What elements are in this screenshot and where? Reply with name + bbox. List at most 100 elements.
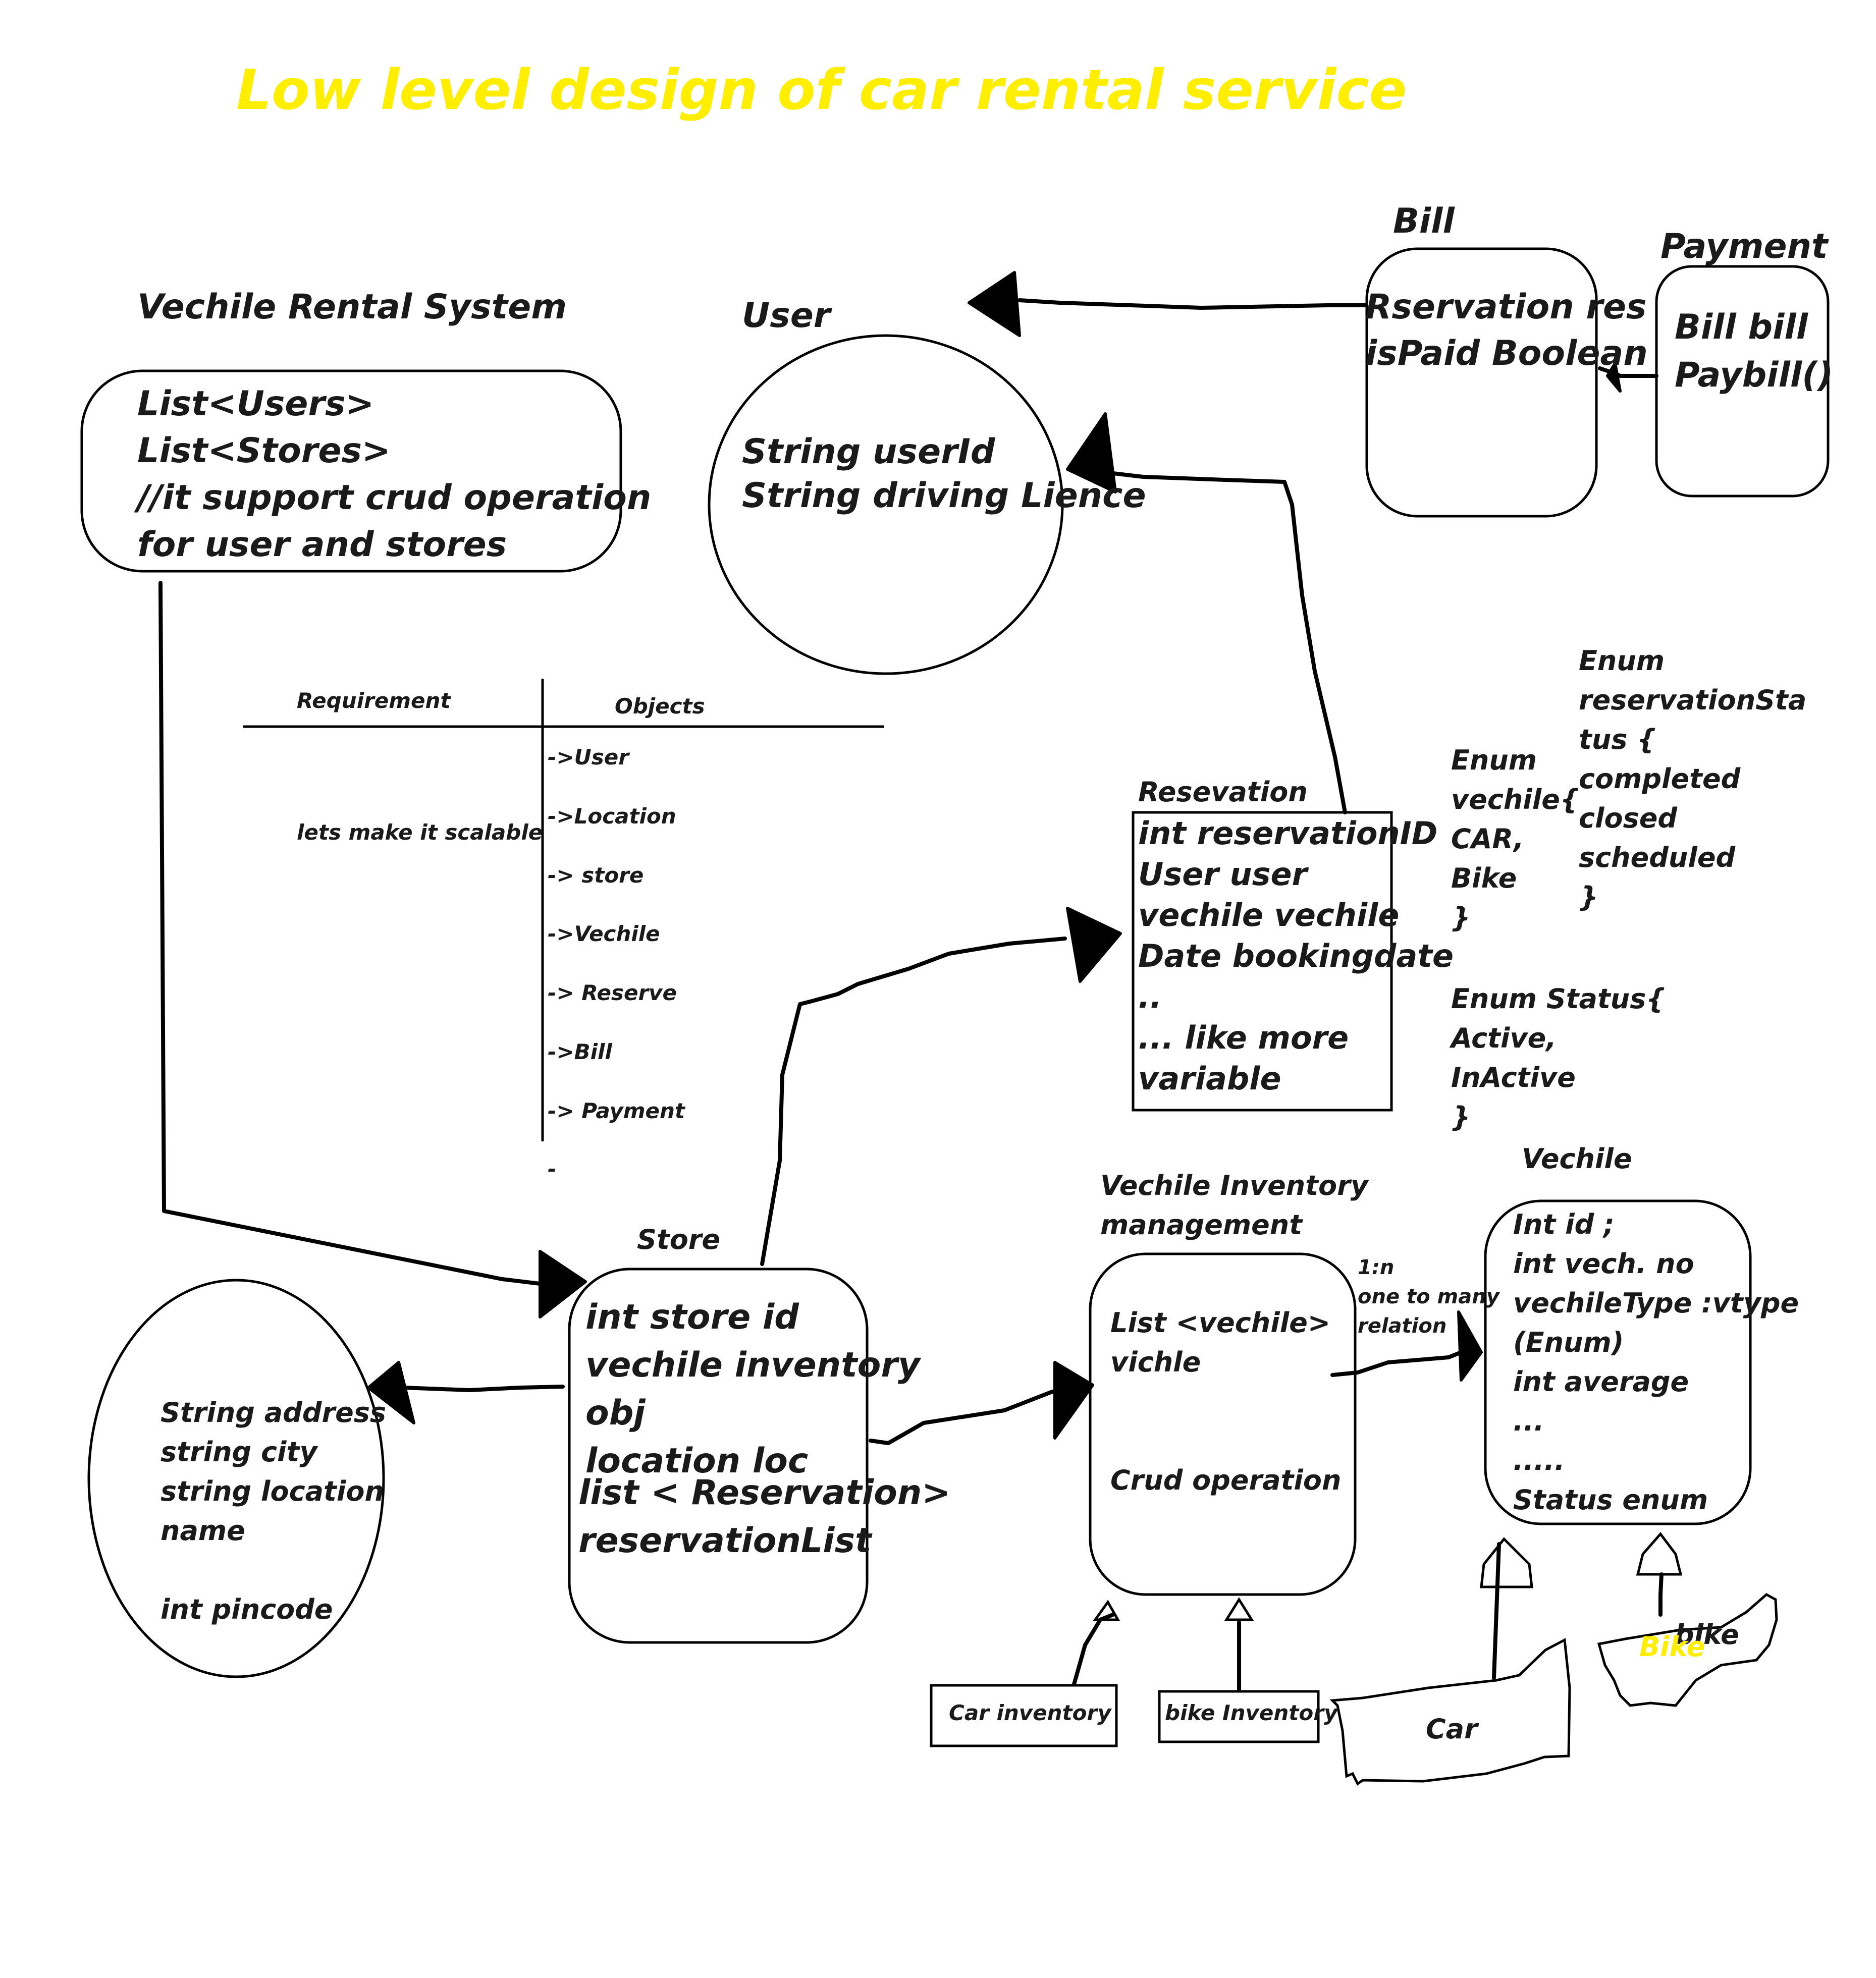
payment-box [1655,265,1830,498]
connector-car-inventory [1072,1613,1115,1686]
inventory-field: List <vechile> [1110,1307,1331,1339]
store-field: obj [585,1393,646,1433]
rental-system-line: List<Stores> [137,431,391,471]
inherit-arrow-bike-inventory [1224,1597,1254,1621]
reservation-heading: Resevation [1138,776,1308,808]
inventory-field: vichle [1110,1346,1201,1378]
arrowhead-store [539,1250,587,1318]
location-field: name [160,1515,245,1547]
reservation-box [1132,811,1393,1112]
enum-reservation-status-line: } [1579,881,1598,913]
enum-status-line: Active, [1451,1022,1557,1054]
reservation-field: User user [1138,856,1308,893]
location-field: string city [160,1436,317,1468]
connector-bill-to-user [1017,298,1367,310]
connector-store-to-inventory [869,1390,1054,1445]
vehicle-field: int vech. no [1513,1248,1694,1280]
table-object-item: - [548,1157,557,1181]
rental-system-line: for user and stores [137,525,507,565]
vehicle-box [1484,1199,1752,1525]
table-object-item: -> Reserve [548,980,677,1005]
vehicle-heading: Vechile [1522,1143,1632,1175]
reservation-field: int reservationID [1138,815,1438,852]
user-heading: User [742,296,831,336]
bill-field: isPaid Boolean [1365,334,1648,373]
store-heading: Store [637,1224,721,1255]
connector-system-to-store [158,581,546,1286]
inherit-arrow-car-inventory [1093,1600,1120,1621]
store-field: list < Reservation> [578,1473,951,1513]
bike-label: bike [1675,1619,1739,1651]
enum-status-line: Enum Status{ [1451,983,1666,1015]
rental-system-box [80,369,622,573]
payment-heading: Payment [1660,227,1828,266]
rental-system-line: //it support crud operation [137,478,652,518]
location-field: int pincode [160,1594,333,1625]
arrowhead-reservation [1066,907,1122,983]
bill-box [1365,247,1598,518]
car-label: Car [1426,1713,1478,1745]
bike-overlay-label: Bike [1639,1631,1705,1663]
user-ellipse [708,334,1064,675]
enum-status-line: } [1451,1101,1471,1133]
vehicle-field: int average [1513,1366,1689,1398]
reservation-field: ... like more [1138,1019,1349,1056]
vehicle-field: Status enum [1513,1484,1708,1516]
reservation-field: vechile vechile [1138,897,1400,933]
connector-store-to-reservation [760,937,1067,1266]
bike-shape [1597,1592,1778,1707]
user-field: String driving Lience [742,476,1146,516]
arrowhead-inventory [1053,1361,1094,1440]
relation-label: relation [1358,1314,1447,1338]
arrowhead-location [367,1361,415,1424]
enum-reservation-status-line: closed [1579,802,1678,834]
enum-status-line: InActive [1451,1062,1576,1093]
connector-bike-to-vehicle [1658,1572,1664,1617]
enum-vehicle-line: CAR, [1451,823,1524,855]
table-object-item: ->User [548,745,629,770]
vehicle-field: ..... [1513,1445,1565,1476]
table-object-item: ->Location [548,804,676,829]
store-field: location loc [585,1441,809,1481]
vehicle-field: vechileType :vtype [1513,1287,1799,1319]
inventory-heading: management [1100,1209,1303,1241]
table-note: lets make it scalable [297,820,543,845]
enum-reservation-status-line: Enum [1579,645,1665,677]
enum-vehicle-line: Enum [1451,744,1537,776]
car-shape [1329,1638,1571,1786]
inventory-box [1089,1252,1357,1596]
table-header-objects: Objects [615,694,705,719]
enum-vehicle-line: } [1451,902,1471,933]
enum-reservation-status-line: reservationSta [1579,684,1807,716]
store-field: vechile inventory [585,1345,921,1385]
connector-inventory-to-vehicle [1330,1350,1463,1377]
relation-label: one to many [1358,1285,1499,1308]
enum-reservation-status-line: tus { [1579,724,1656,755]
connector-reservation-to-user [1098,470,1347,814]
store-field: reservationList [578,1521,872,1561]
inherit-arrow-car [1480,1537,1533,1588]
arrowhead-user-from-reservation [1066,412,1117,493]
page-title: Low level design of car rental service [236,58,1407,122]
reservation-field: Date bookingdate [1138,938,1454,974]
enum-vehicle-line: vechile{ [1451,784,1580,815]
enum-reservation-status-line: completed [1579,763,1741,795]
inventory-crud: Crud operation [1110,1464,1342,1496]
inherit-arrow-bike [1636,1532,1683,1576]
location-field: String address [160,1397,387,1428]
inventory-heading: Vechile Inventory [1100,1170,1368,1201]
vehicle-field: (Enum) [1513,1327,1624,1358]
enum-vehicle-line: Bike [1451,862,1517,894]
bill-heading: Bill [1393,201,1455,241]
payment-method: Paybill() [1675,355,1834,395]
store-box [568,1268,869,1644]
bike-inventory-label: bike Inventory [1165,1700,1338,1725]
arrowhead-user-from-bill [968,271,1021,337]
car-inventory-box [930,1684,1118,1747]
connector-store-to-location [402,1385,565,1392]
location-field: string location [160,1475,384,1507]
table-header-requirement: Requirement [297,688,451,713]
payment-field: Bill bill [1675,307,1808,347]
connector-car-to-vehicle [1492,1542,1501,1680]
